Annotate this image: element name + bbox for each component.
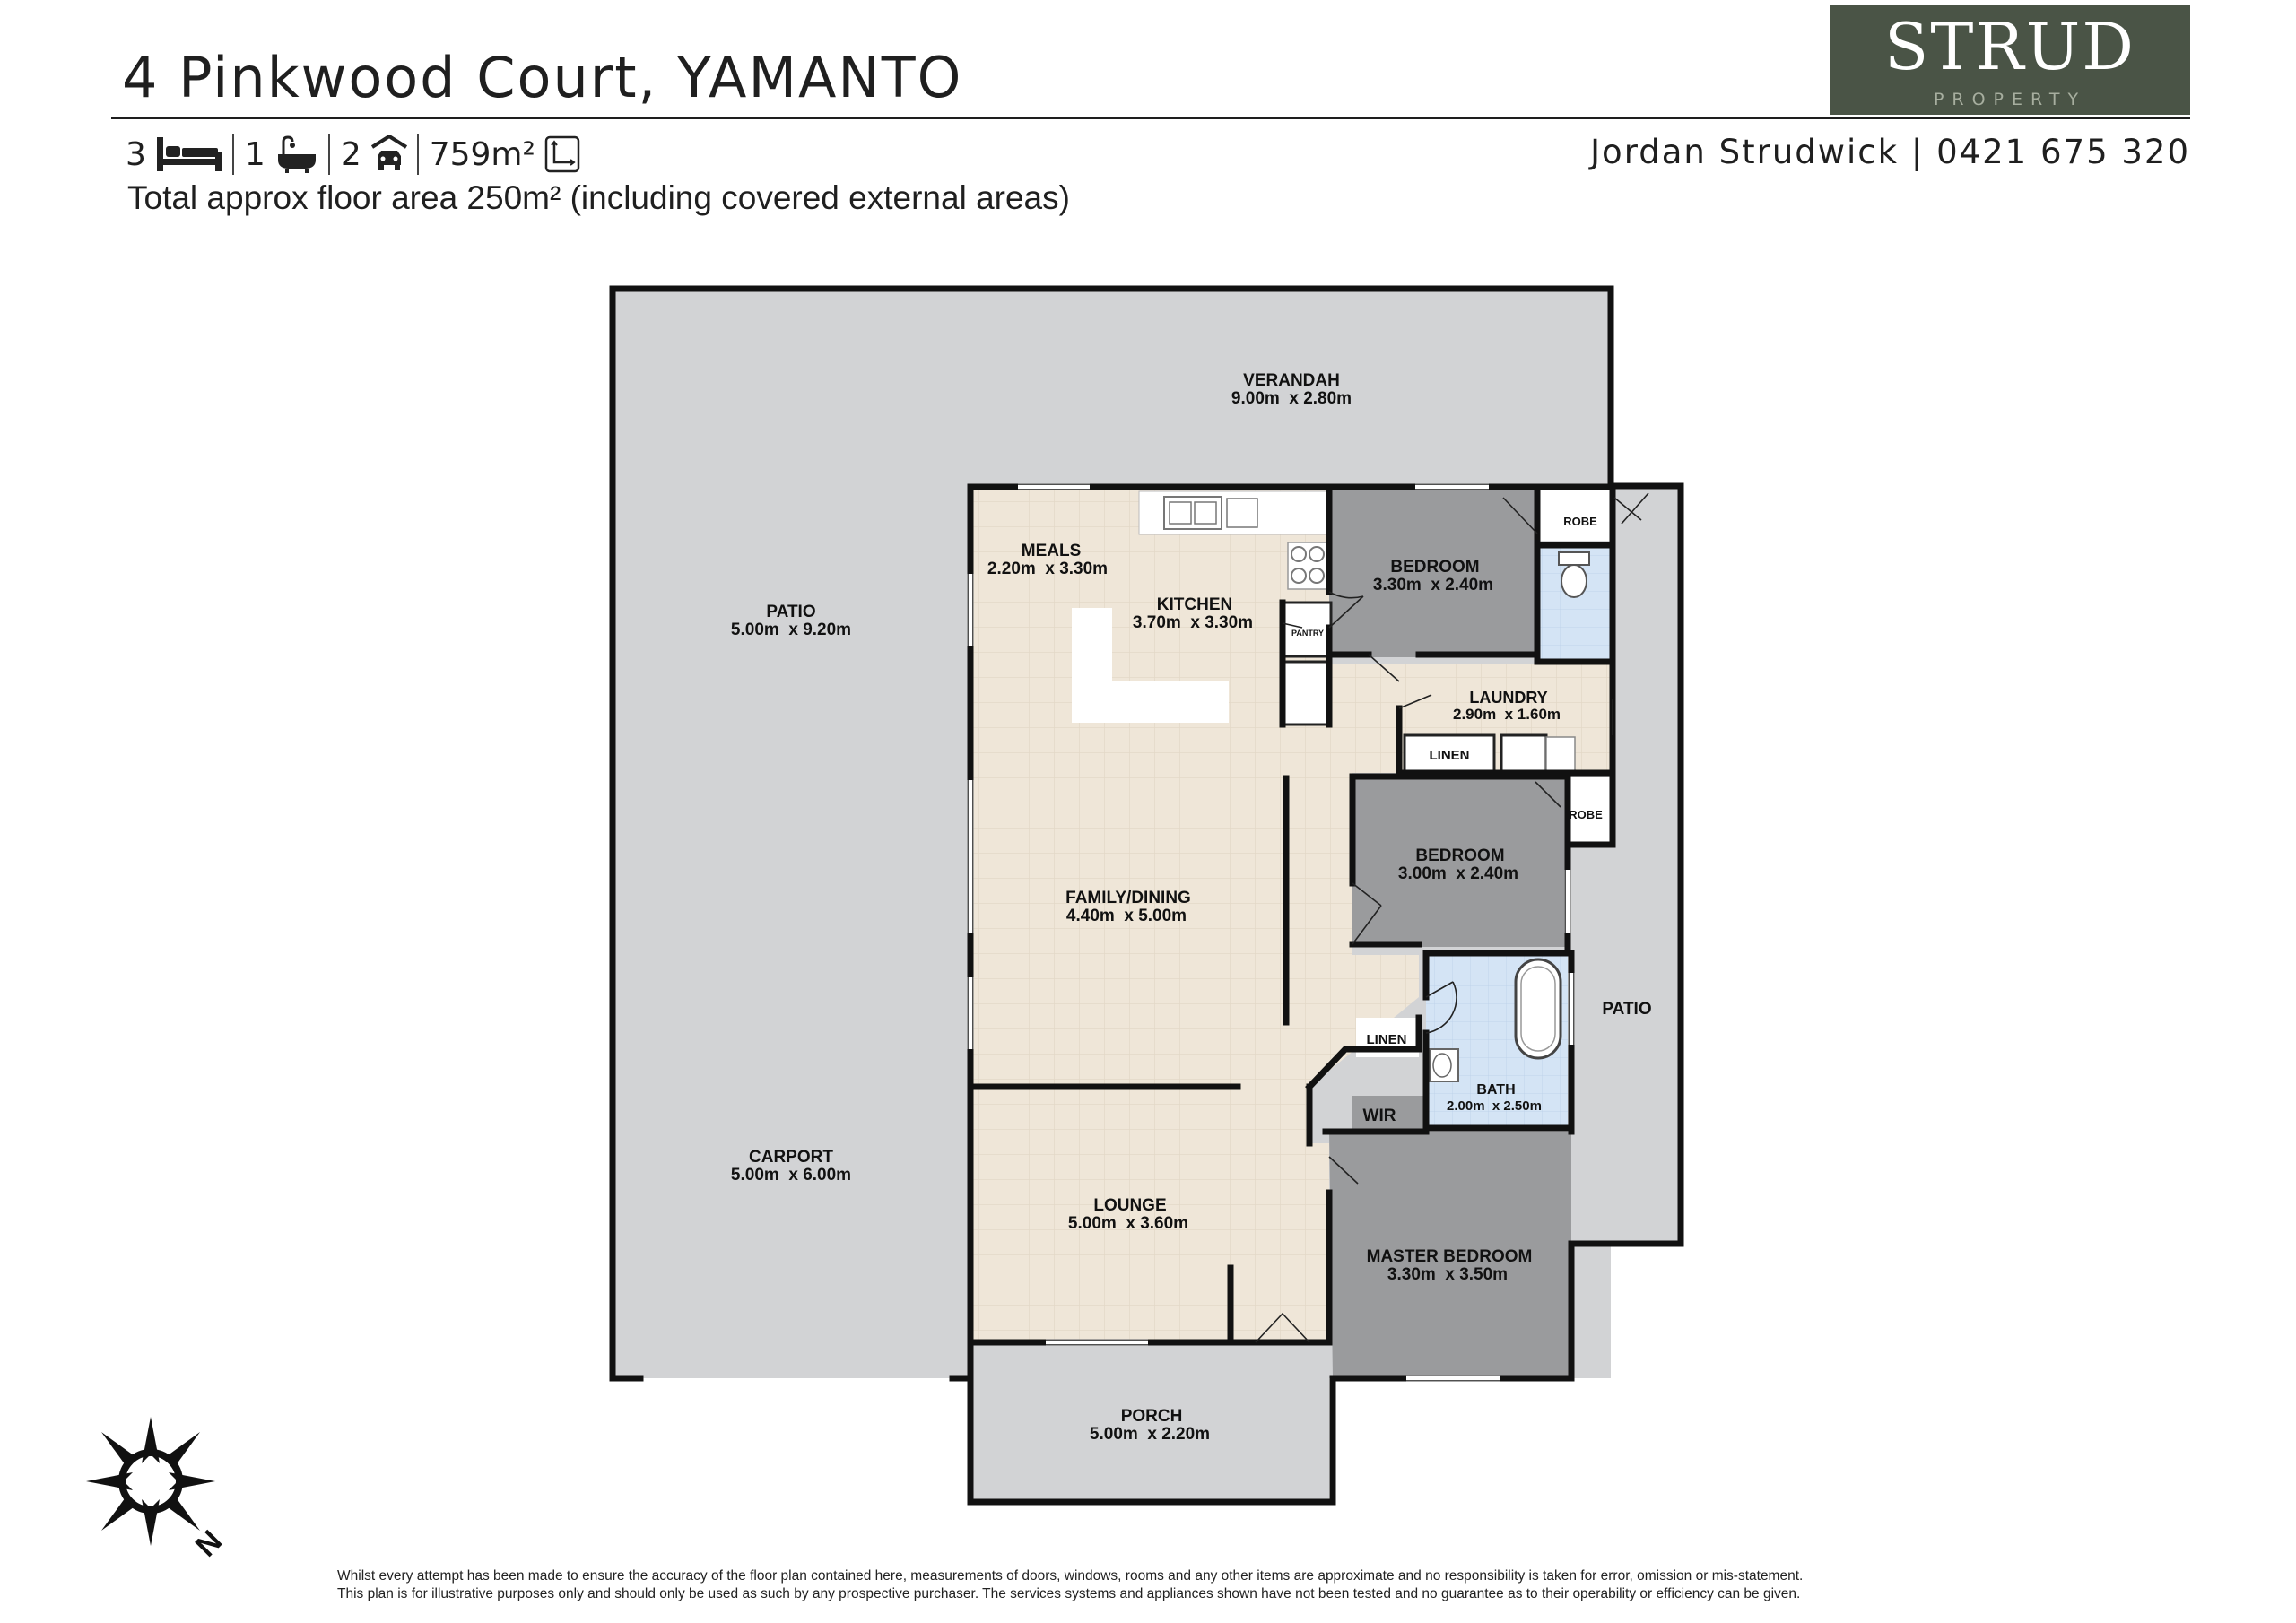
room-label-verandah: VERANDAH [1243,371,1340,390]
bedroom-2-floor [1352,777,1568,947]
room-label-patio-west: PATIO [766,603,815,621]
washing-machine [1545,736,1576,772]
car-icon [370,135,408,174]
property-stats: 3 1 2 759m² [126,127,580,181]
room-label-bedroom-1: BEDROOM [1390,558,1479,577]
room-label-bedroom-2: BEDROOM [1415,846,1504,865]
fridge-space [1281,660,1333,726]
bedroom-1-floor [1329,487,1537,657]
room-size-patio-west: 5.00m x 9.20m [731,621,851,639]
room-label-master-bedroom: MASTER BEDROOM [1367,1247,1533,1266]
logo-wordmark: STRUD [1884,9,2135,84]
windows [969,485,1573,1380]
bathtub-icon [1514,958,1562,1060]
room-label-linen-2: LINEN [1367,1032,1407,1047]
room-label-robe-2: ROBE [1569,808,1603,821]
room-label-family-dining: FAMILY/DINING [1065,889,1191,907]
room-label-laundry: LAUNDRY [1469,689,1547,707]
room-size-bedroom-2: 3.00m x 2.40m [1398,864,1518,883]
compass-north-label: N [189,1523,229,1563]
stat-separator [416,134,419,175]
room-size-meals: 2.20m x 3.30m [987,560,1108,578]
bath-icon [274,135,319,174]
room-label-bath: BATH [1476,1082,1515,1098]
logo-tagline: PROPERTY [1933,90,2087,109]
land-area: 759m² [429,135,535,173]
room-size-bedroom-1: 3.30m x 2.40m [1373,576,1493,595]
room-size-kitchen: 3.70m x 3.30m [1133,613,1253,632]
disclaimer: Whilst every attempt has been made to en… [337,1567,2041,1603]
room-size-carport: 5.00m x 6.00m [731,1166,851,1185]
window-frames [967,483,1575,1382]
room-label-lounge: LOUNGE [1093,1196,1166,1215]
bathroom-count: 1 [244,135,265,173]
basin-icon [1429,1048,1459,1082]
car-space-count: 2 [340,135,361,173]
toilet-icon [1558,551,1590,598]
header-divider [111,117,2190,119]
floor-area-summary: Total approx floor area 250m² (including… [127,179,1070,216]
room-size-family-dining: 4.40m x 5.00m [1066,907,1187,925]
room-label-meals: MEALS [1022,542,1082,560]
room-label-patio-east: PATIO [1602,1000,1651,1019]
bed-icon [155,135,223,173]
compass-rose-icon [86,1417,215,1546]
room-label-kitchen: KITCHEN [1157,595,1232,614]
bedroom-count: 3 [126,135,146,173]
cooktop-burners-icon [1291,546,1325,584]
disclaimer-line: Whilst every attempt has been made to en… [337,1568,1804,1584]
agent-contact: Jordan Strudwick | 0421 675 320 [1590,133,2190,171]
room-size-bath: 2.00m x 2.50m [1447,1098,1542,1114]
room-label-pantry: PANTRY [1292,629,1324,638]
stat-separator [327,134,330,175]
room-size-lounge: 5.00m x 3.60m [1068,1214,1188,1233]
room-size-porch: 5.00m x 2.20m [1090,1425,1210,1444]
stat-separator [231,134,234,175]
property-address: 4 Pinkwood Court, YAMANTO [122,45,963,110]
room-size-laundry: 2.90m x 1.60m [1453,706,1561,723]
wir-floor [1352,1096,1426,1132]
laundry-tub [1500,733,1548,775]
room-label-linen-1: LINEN [1430,748,1470,763]
door-swings [1255,492,1649,1343]
kitchen-island [1072,608,1229,723]
porch-area [970,1342,1329,1502]
room-label-robe-1: ROBE [1563,515,1597,528]
room-label-carport: CARPORT [749,1148,833,1167]
agency-logo: STRUD PROPERTY [1830,5,2190,115]
room-size-master-bedroom: 3.30m x 3.50m [1387,1265,1508,1284]
robe-1-floor [1537,487,1613,541]
bathtub-inner [1520,966,1556,1052]
master-bedroom-floor [1329,1132,1571,1378]
land-area-icon [544,135,580,173]
room-label-porch: PORCH [1121,1407,1183,1426]
disclaimer-line: This plan is for illustrative purposes o… [337,1586,1801,1601]
room-label-wir: WIR [1363,1107,1396,1125]
room-size-verandah: 9.00m x 2.80m [1231,389,1352,408]
walls [609,285,1684,1506]
robe-2-floor [1568,777,1613,845]
sink-icon [1163,496,1258,530]
